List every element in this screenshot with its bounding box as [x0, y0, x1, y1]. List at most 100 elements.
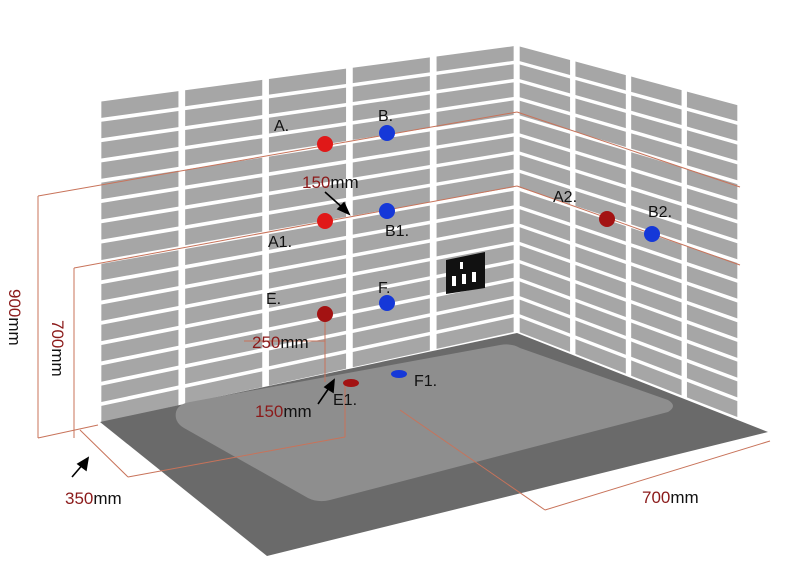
- point-f1-floor-cold: [391, 370, 407, 378]
- label-e1: E1.: [333, 392, 357, 409]
- wall-tile: [101, 91, 179, 118]
- label-e: E.: [266, 291, 281, 308]
- wall-tile: [268, 296, 347, 328]
- dimension-lines: [37, 111, 771, 511]
- wall-tile: [268, 239, 347, 270]
- point-b1-cold: [379, 203, 395, 219]
- wall-tile: [268, 106, 347, 134]
- wall-tile: [519, 245, 571, 279]
- dim-250: 250mm: [252, 333, 309, 352]
- wall-tile: [575, 154, 626, 185]
- shower-tray: [100, 333, 768, 556]
- wall-tile: [352, 224, 430, 254]
- wall-tile: [185, 138, 263, 166]
- wall-tile: [575, 246, 626, 280]
- wall-tile: [268, 182, 347, 212]
- wall-tile: [185, 332, 263, 365]
- wall-tile: [436, 208, 514, 238]
- point-a-hot: [317, 136, 333, 152]
- wall-tile: [519, 64, 571, 94]
- wall-tile: [519, 82, 571, 112]
- point-e1-floor-hot: [343, 379, 359, 387]
- wall-tile: [352, 298, 430, 330]
- power-socket-icon: [446, 252, 485, 294]
- wall-tile: [101, 389, 179, 423]
- wall-tile: [352, 168, 430, 197]
- wall-tile: [575, 339, 626, 374]
- wall-tile: [519, 118, 571, 149]
- wall-tile: [101, 150, 179, 179]
- wall-tile: [436, 46, 514, 72]
- wall-tile: [268, 201, 347, 231]
- wall-tile: [101, 210, 179, 240]
- wall-tile: [268, 163, 347, 192]
- wall-tile: [268, 68, 347, 95]
- right-wall: [517, 44, 740, 420]
- wall-tile: [519, 100, 571, 131]
- wall-tile: [631, 95, 682, 126]
- wall-tile: [185, 157, 263, 186]
- wall-tile: [575, 135, 626, 166]
- wall-tile: [631, 152, 682, 183]
- wall-tile: [352, 261, 430, 292]
- wall-tile: [101, 309, 179, 342]
- wall-tile: [436, 64, 514, 90]
- wall-tile: [519, 281, 571, 316]
- wall-tile: [631, 265, 682, 299]
- wall-tile: [101, 250, 179, 281]
- wall-tile: [631, 246, 682, 280]
- wall-tile: [519, 173, 571, 205]
- wall-tile: [519, 154, 571, 186]
- point-e-hot: [317, 306, 333, 322]
- wall-tile: [185, 351, 263, 385]
- dim-150-bottom: 150mm: [255, 402, 312, 421]
- wall-tile: [631, 341, 682, 377]
- wall-tile: [436, 154, 514, 183]
- wall-tile: [575, 283, 626, 317]
- wall-tile: [185, 99, 263, 127]
- point-b-cold: [379, 125, 395, 141]
- wall-tile: [686, 265, 738, 299]
- wall-tile: [268, 315, 347, 347]
- dim-700-vertical: 700mm: [48, 320, 67, 377]
- wall-tile: [686, 227, 738, 260]
- wall-tile: [185, 254, 263, 285]
- wall-tile: [352, 94, 430, 121]
- wall-tile: [519, 46, 571, 75]
- wall-tile: [185, 274, 263, 305]
- wall-tile: [185, 313, 263, 345]
- wall-tile: [686, 362, 738, 398]
- wall-tile: [519, 263, 571, 297]
- wall-tile: [686, 304, 738, 339]
- wall-tile: [352, 335, 430, 368]
- wall-tile: [185, 371, 263, 404]
- wall-tile: [575, 302, 626, 336]
- wall-tile: [436, 281, 514, 312]
- wall-tile: [575, 172, 626, 204]
- wall-tile: [101, 270, 179, 301]
- wall-tile: [631, 190, 682, 222]
- wall-tile: [686, 207, 738, 240]
- wall-tile: [185, 293, 263, 325]
- wall-tile: [268, 353, 347, 386]
- wall-tile: [631, 227, 682, 261]
- wall-tile: [519, 227, 571, 260]
- wall-tile: [575, 117, 626, 148]
- wall-tile: [519, 191, 571, 223]
- wall-tile: [686, 343, 738, 378]
- wall-tile: [185, 79, 263, 107]
- point-labels: A. B. A1. B1. A2. B2. E. F. E1. F1.: [266, 108, 672, 409]
- dimension-labels: 150mm 250mm 150mm 350mm 700mm 900mm 700m…: [5, 173, 699, 508]
- wall-tile: [101, 170, 179, 200]
- wall-tile: [352, 242, 430, 273]
- wall-tile: [101, 130, 179, 159]
- wall-tile: [575, 98, 626, 129]
- wall-tile: [686, 91, 738, 122]
- wall-tile: [575, 80, 626, 110]
- wall-tile: [352, 316, 430, 349]
- wall-tile: [575, 228, 626, 261]
- wall-tile: [631, 303, 682, 338]
- wall-tile: [631, 76, 682, 106]
